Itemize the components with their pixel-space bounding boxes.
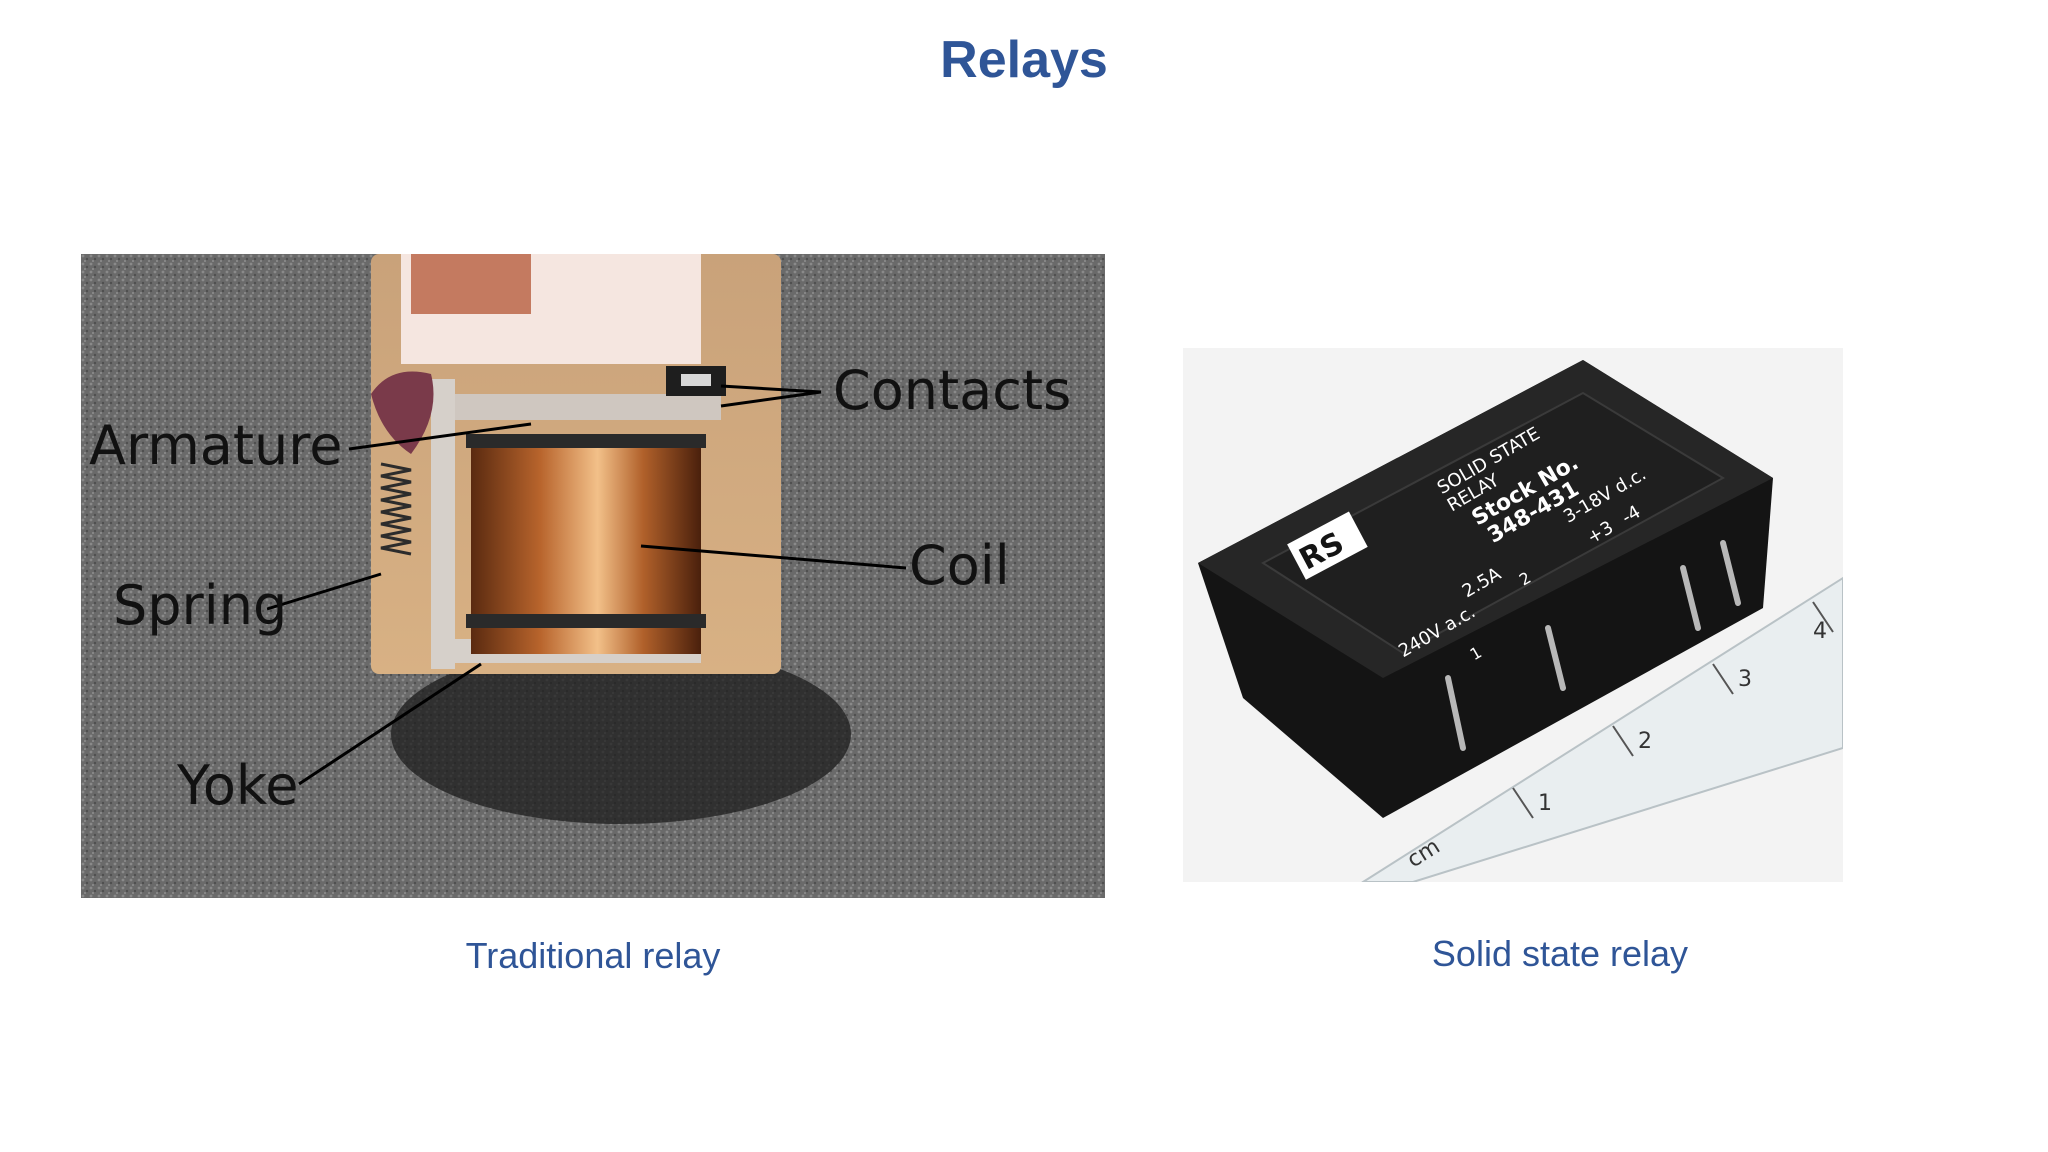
solid-state-relay-caption: Solid state relay [1431,933,1689,974]
slide-title: Relays [940,31,1108,89]
ruler-mark-1: 1 [1538,791,1552,816]
label-armature: Armature [89,414,343,477]
traditional-relay-caption: Traditional relay [465,935,721,976]
label-coil: Coil [909,534,1010,597]
ruler-mark-2: 2 [1638,729,1652,754]
solid-state-relay-photo: cm 1 2 3 4 RS SOLID STATE RELAY Stock No… [1183,348,1843,882]
traditional-relay-photo: Armature Contacts Spring Coil Yoke [81,254,1105,898]
label-contacts: Contacts [833,359,1071,422]
label-yoke: Yoke [176,754,298,817]
label-spring: Spring [113,574,287,637]
ruler-mark-4: 4 [1813,619,1827,644]
ruler-mark-3: 3 [1738,667,1752,692]
